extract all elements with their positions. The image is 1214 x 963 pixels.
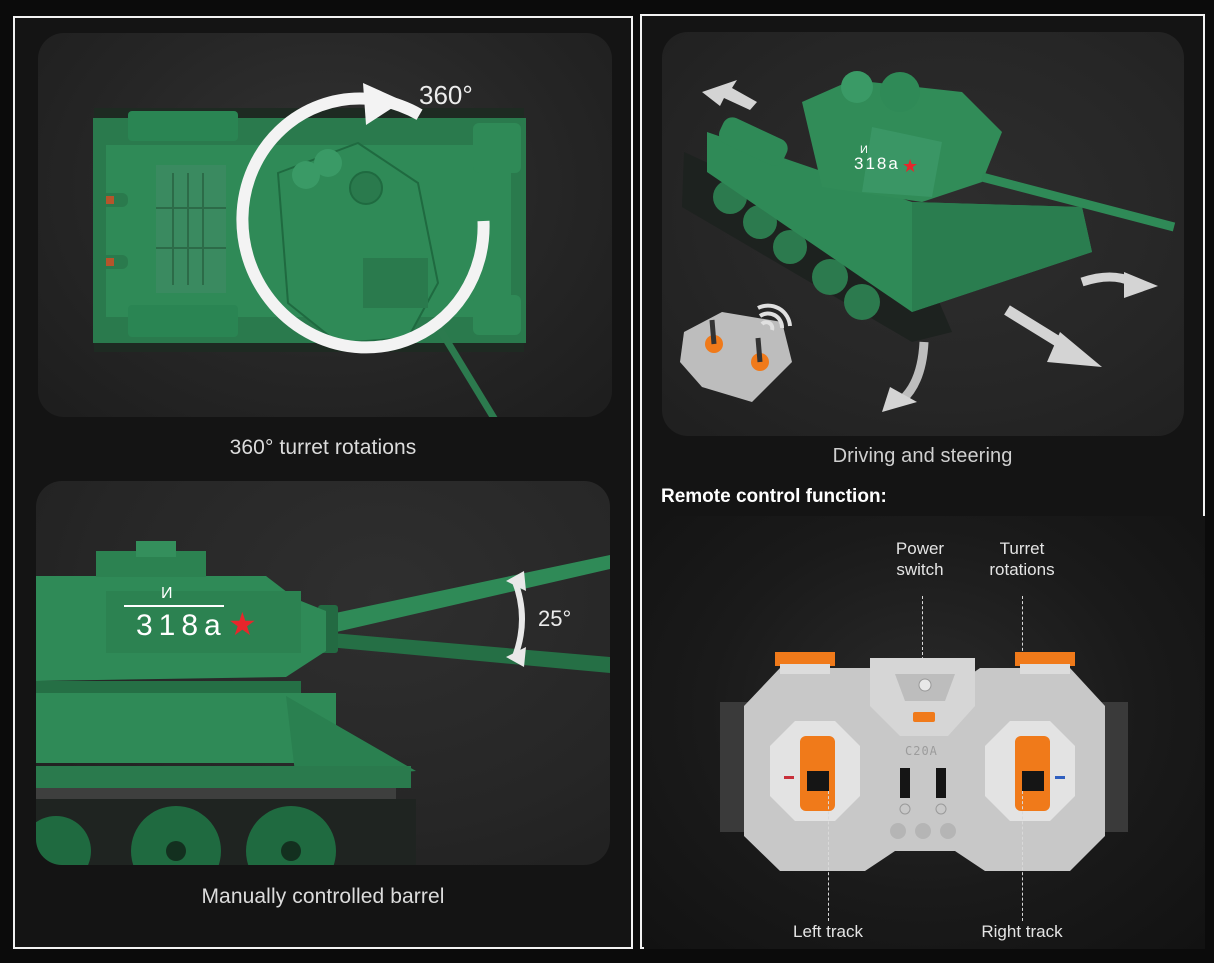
- turret-rotation-card: 360°: [38, 33, 612, 417]
- turret-rotations-label: Turret rotations: [989, 539, 1055, 579]
- driving-caption: Driving and steering: [832, 445, 1013, 467]
- power-switch-leader-line: [922, 596, 923, 706]
- rotation-angle-label: 360°: [419, 80, 473, 110]
- power-switch-label: Power switch: [895, 539, 945, 579]
- turret-rotation-caption: 360° turret rotations: [229, 436, 417, 459]
- tank-perspective-illustration: [680, 71, 1176, 412]
- red-star-icon: ★: [902, 156, 919, 176]
- left-track-label: Left track: [793, 922, 863, 941]
- right-track-label: Right track: [981, 922, 1063, 941]
- decal-arrow: [124, 605, 224, 607]
- decal-letter: И: [161, 585, 173, 602]
- tank-top-view-illustration: [93, 83, 526, 417]
- remote-model-marking: C20A: [905, 744, 938, 758]
- red-star-icon: ★: [228, 606, 257, 642]
- double-arrow-icon: [506, 571, 526, 667]
- wifi-signal-icon: [757, 303, 792, 331]
- barrel-elevation-card: И 318a ★ 25°: [36, 481, 610, 865]
- left-track-leader-line: [828, 791, 829, 921]
- elevation-angle-label: 25°: [538, 606, 572, 631]
- remote-function-title: Remote control function:: [661, 486, 887, 507]
- tank-side-view-illustration: [36, 541, 610, 865]
- decal-number: 318a: [136, 609, 227, 642]
- turret-leader-line: [1022, 596, 1023, 656]
- right-panel: И 318a ★ Driving and steering Remote con…: [640, 14, 1205, 949]
- barrel-caption: Manually controlled barrel: [201, 885, 445, 908]
- power-switch-button: [913, 712, 935, 722]
- left-panel: 360° 360° turret rotations: [13, 16, 633, 949]
- remote-controller: [720, 652, 1128, 871]
- decal-number: 318a: [854, 154, 900, 173]
- driving-card: И 318a ★: [662, 32, 1184, 436]
- right-track-leader-line: [1022, 791, 1023, 921]
- decal-letter: И: [860, 144, 868, 156]
